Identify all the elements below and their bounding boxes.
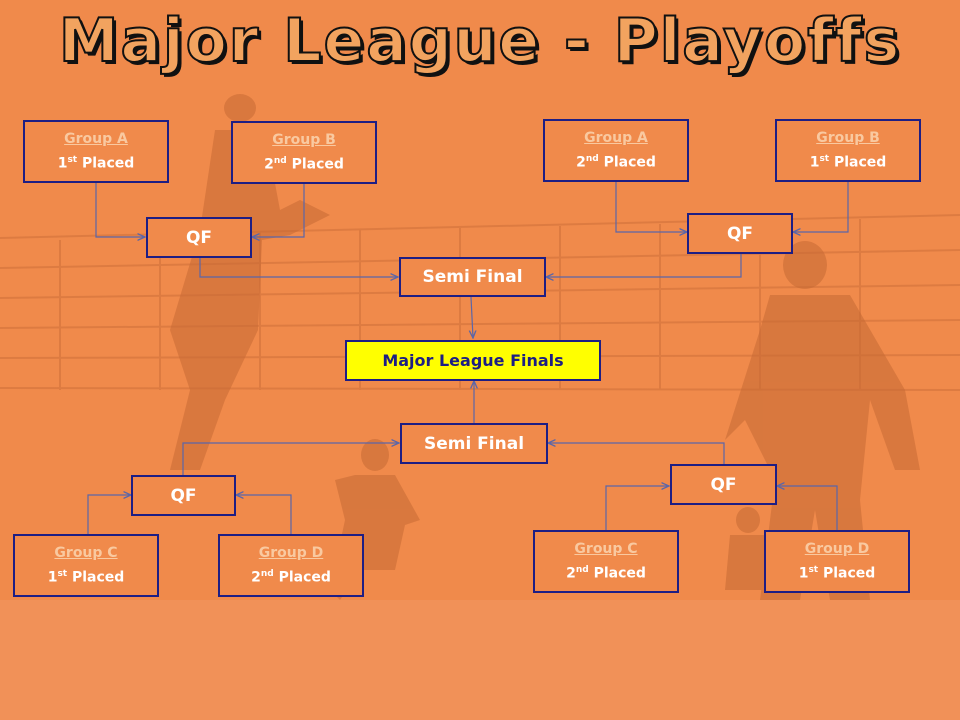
quarterfinal-bottom-left: QF	[131, 475, 236, 516]
group-name: Group B	[816, 129, 880, 146]
seed-group-b-1st-top-right: Group B 1st Placed	[775, 119, 921, 182]
seed-group-a-2nd-top-right: Group A 2nd Placed	[543, 119, 689, 182]
group-placement: 1st Placed	[798, 564, 876, 582]
group-placement: 1st Placed	[47, 568, 125, 586]
group-name: Group D	[258, 544, 324, 561]
group-placement: 2nd Placed	[576, 153, 656, 171]
seed-group-c-2nd-bottom-right: Group C 2nd Placed	[533, 530, 679, 593]
group-placement: 2nd Placed	[264, 155, 344, 173]
major-league-finals: Major League Finals	[345, 340, 601, 381]
seed-group-d-2nd-bottom-left: Group D 2nd Placed	[218, 534, 364, 597]
group-placement: 1st Placed	[57, 154, 135, 172]
group-name: Group C	[574, 540, 638, 557]
seed-group-d-1st-bottom-right: Group D 1st Placed	[764, 530, 910, 593]
group-name: Group A	[64, 130, 128, 147]
group-placement: 2nd Placed	[566, 564, 646, 582]
quarterfinal-bottom-right: QF	[670, 464, 777, 505]
page-title: Major League - Playoffs	[58, 5, 902, 77]
group-name: Group C	[54, 544, 118, 561]
group-placement: 2nd Placed	[251, 568, 331, 586]
seed-group-a-1st-top-left: Group A 1st Placed	[23, 120, 169, 183]
quarterfinal-top-right: QF	[687, 213, 793, 254]
group-name: Group A	[584, 129, 648, 146]
quarterfinal-top-left: QF	[146, 217, 252, 258]
group-name: Group D	[804, 540, 870, 557]
seed-group-c-1st-bottom-left: Group C 1st Placed	[13, 534, 159, 597]
semi-final-bottom: Semi Final	[400, 423, 548, 464]
group-placement: 1st Placed	[809, 153, 887, 171]
semi-final-top: Semi Final	[399, 257, 546, 297]
seed-group-b-2nd-top-left: Group B 2nd Placed	[231, 121, 377, 184]
group-name: Group B	[272, 131, 336, 148]
